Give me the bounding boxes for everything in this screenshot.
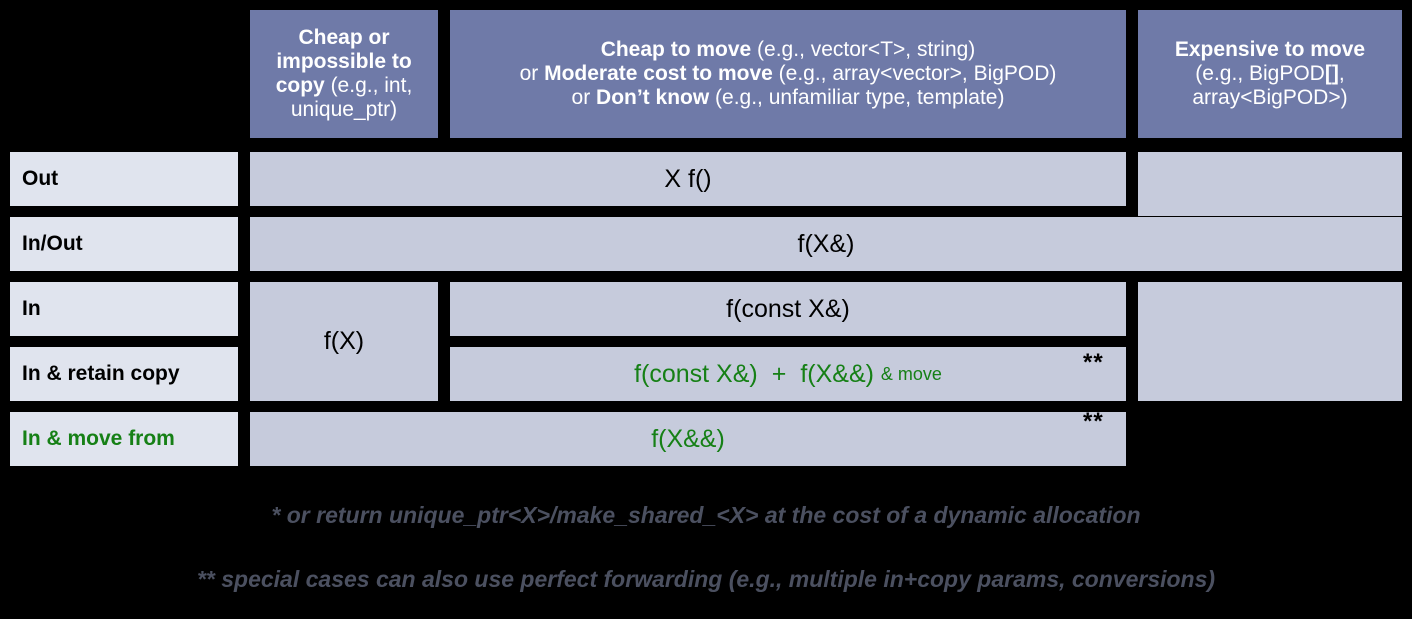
header-expensive-line3: array<BigPOD>) (1192, 85, 1348, 109)
header-expensive-line2-end: , (1338, 62, 1345, 86)
header-expensive-line2-bold: [] (1324, 62, 1339, 86)
cell-out-middle: X f() (250, 152, 1126, 206)
row-label-in-out: In/Out (10, 217, 238, 271)
double-star-move-from: ** (1083, 408, 1104, 435)
cell-in-out-all: f(X&) (250, 217, 1402, 271)
header-line-2: impossible to (276, 50, 412, 74)
cell-in-retain-copy-middle: f(const X&) + f(X&&) & move (450, 347, 1126, 401)
double-star-retain-copy: ** (1083, 349, 1104, 376)
header-expensive-bold: Expensive to move (1174, 38, 1366, 62)
header-line-1: Cheap or (298, 26, 390, 50)
footnote-double-star: ** special cases can also use perfect fo… (196, 566, 1216, 592)
header-moderate-pre: or (519, 62, 545, 86)
header-cheap-to-move-rest: (e.g., vector<T>, string) (751, 38, 976, 62)
header-line-3-rest: (e.g., int, (324, 74, 413, 97)
row-label-in-retain-copy: In & retain copy (10, 347, 238, 401)
header-moderate-rest: (e.g., array<vector>, BigPOD) (772, 62, 1057, 86)
header-moderate-bold: Moderate cost to move (544, 62, 773, 86)
header-line-3-bold: copy (275, 74, 325, 97)
column-header-cheap-to-move: Cheap to move (e.g., vector<T>, string) … (450, 10, 1126, 138)
cell-in-expensive (1138, 282, 1402, 401)
row-label-in-move-from: In & move from (10, 412, 238, 466)
header-dontknow-rest: (e.g., unfamiliar type, template) (709, 85, 1005, 109)
header-expensive-line2: (e.g., BigPOD (1195, 62, 1325, 86)
row-label-out: Out (10, 152, 238, 206)
table-corner-blank (10, 10, 238, 138)
plus-operator: + (771, 359, 787, 388)
footnotes-area: * or return unique_ptr<X>/make_shared_<X… (0, 478, 1412, 619)
cell-in-middle: f(const X&) (450, 282, 1126, 336)
header-line-4: unique_ptr) (290, 97, 398, 121)
and-move-note: & move (880, 363, 942, 384)
column-header-cheap-or-impossible-to-copy: Cheap or impossible to copy (e.g., int, … (250, 10, 438, 138)
cell-in-cheap-impossible-copy-span: f(X) (250, 282, 438, 401)
signature-rvalue-ref: f(X&&) (800, 359, 874, 388)
header-dontknow-pre: or (571, 85, 597, 109)
column-header-expensive-to-move: Expensive to move (e.g., BigPOD[], array… (1138, 10, 1402, 138)
footnote-single-star: * or return unique_ptr<X>/make_shared_<X… (271, 502, 1141, 528)
cell-in-move-from-all: f(X&&) (250, 412, 1126, 466)
signature-const-ref: f(const X&) (634, 359, 758, 388)
cell-out-expensive (1138, 152, 1402, 216)
header-dontknow-bold: Don’t know (596, 85, 710, 109)
row-label-in: In (10, 282, 238, 336)
header-cheap-to-move-bold: Cheap to move (600, 38, 752, 62)
